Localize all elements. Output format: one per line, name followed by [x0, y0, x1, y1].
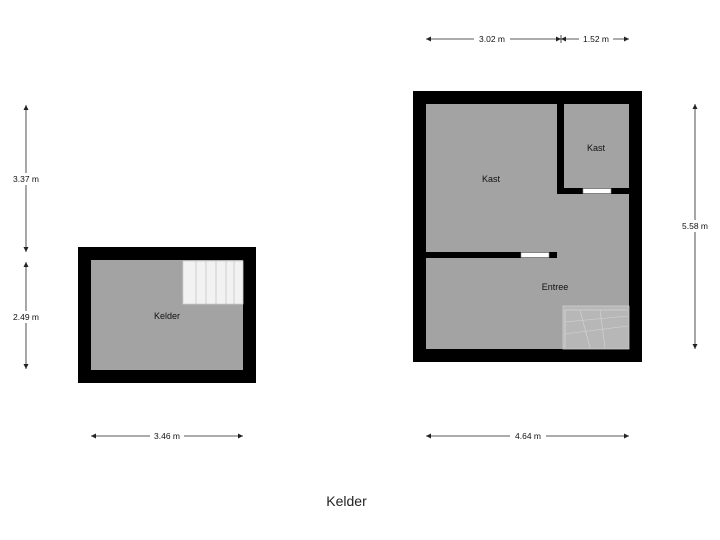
door-kast-large [520, 252, 550, 258]
floor-title: Kelder [326, 493, 367, 509]
room-label-kelder: Kelder [154, 311, 180, 321]
dimension-label: 2.49 m [13, 312, 39, 322]
basement-unit: Kelder [78, 247, 256, 383]
basement-stairs [182, 260, 244, 305]
room-label-kast-large: Kast [482, 174, 501, 184]
room-kast-large [426, 104, 557, 252]
dimension-right-top-left: 3.02 m [426, 33, 561, 45]
room-label-entree: Entree [542, 282, 569, 292]
dimension-label: 5.58 m [682, 221, 708, 231]
dimension-left-width: 3.46 m [91, 430, 243, 442]
entree-stairs [562, 305, 630, 350]
room-kast-small [564, 104, 629, 188]
dimension-left-height-lower: 2.49 m [8, 262, 44, 369]
dimension-right-width: 4.64 m [426, 430, 629, 442]
room-label-kast-small: Kast [587, 143, 606, 153]
dimension-label: 3.02 m [479, 34, 505, 44]
ground-unit: Kast Kast Entree [413, 91, 642, 362]
dimension-label: 3.46 m [154, 431, 180, 441]
dimension-right-height: 5.58 m [678, 104, 712, 349]
door-kast-small [582, 188, 612, 194]
dimension-left-height-upper: 3.37 m [8, 105, 44, 252]
dimension-right-top-right: 1.52 m [561, 33, 629, 45]
dimension-label: 1.52 m [583, 34, 609, 44]
dimension-label: 3.37 m [13, 174, 39, 184]
dimension-label: 4.64 m [515, 431, 541, 441]
